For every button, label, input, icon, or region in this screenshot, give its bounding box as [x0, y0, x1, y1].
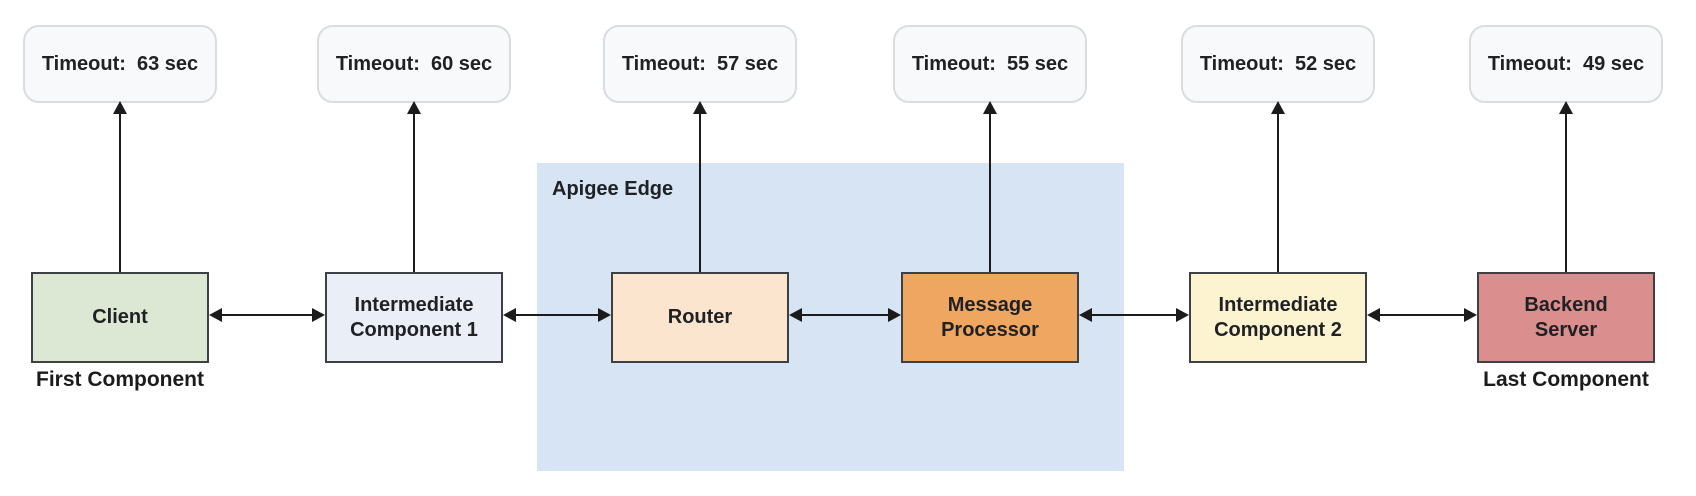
node-label: Intermediate Component 1	[350, 293, 478, 341]
up-arrow-line	[699, 112, 701, 272]
timeout-label: Timeout: 57 sec	[621, 52, 779, 75]
timeout-label: Timeout: 55 sec	[911, 52, 1069, 75]
node-label: Client	[92, 306, 148, 328]
node-label: Message Processor	[941, 293, 1039, 341]
up-arrowhead-icon	[693, 101, 707, 114]
up-arrowhead-icon	[1559, 101, 1573, 114]
arrow-message-processor-intermediate-2	[1079, 307, 1189, 323]
timeout-label: Timeout: 60 sec	[335, 52, 493, 75]
arrow-router-message-processor	[789, 307, 901, 323]
up-arrow-line	[1277, 112, 1279, 272]
arrow-intermediate-1-router	[503, 307, 611, 323]
up-arrowhead-icon	[407, 101, 421, 114]
arrow-line	[1377, 314, 1467, 316]
up-arrowhead-icon	[983, 101, 997, 114]
up-arrowhead-icon	[113, 101, 127, 114]
timeout-label: Timeout: 49 sec	[1487, 52, 1645, 75]
timeout-box-intermediate-2: Timeout: 52 sec	[1181, 25, 1375, 103]
up-arrow-line	[413, 112, 415, 272]
timeout-box-intermediate-1: Timeout: 60 sec	[317, 25, 511, 103]
node-message-processor: Message Processor	[901, 272, 1079, 363]
timeout-box-message-processor: Timeout: 55 sec	[893, 25, 1087, 103]
up-arrow-line	[119, 112, 121, 272]
node-label: Router	[667, 306, 733, 328]
arrow-line	[219, 314, 315, 316]
timeout-label: Timeout: 52 sec	[1199, 52, 1357, 75]
arrow-client-intermediate-1	[209, 307, 325, 323]
caption-first-component: First Component	[36, 368, 204, 391]
node-intermediate-component-2: Intermediate Component 2	[1189, 272, 1367, 363]
timeout-box-client: Timeout: 63 sec	[23, 25, 217, 103]
caption-last-component: Last Component	[1483, 368, 1649, 391]
node-router: Router	[611, 272, 789, 363]
arrow-line	[513, 314, 601, 316]
node-backend-server: Backend Server	[1477, 272, 1655, 363]
node-intermediate-component-1: Intermediate Component 1	[325, 272, 503, 363]
timeout-box-backend: Timeout: 49 sec	[1469, 25, 1663, 103]
arrow-intermediate-2-backend	[1367, 307, 1477, 323]
arrow-line	[799, 314, 891, 316]
node-label: Backend Server	[1524, 293, 1608, 341]
timeout-box-router: Timeout: 57 sec	[603, 25, 797, 103]
arrow-line	[1089, 314, 1179, 316]
up-arrow-line	[1565, 112, 1567, 272]
up-arrow-line	[989, 112, 991, 272]
node-label: Intermediate Component 2	[1214, 293, 1342, 341]
timeout-label: Timeout: 63 sec	[41, 52, 199, 75]
up-arrowhead-icon	[1271, 101, 1285, 114]
apigee-edge-label: Apigee Edge	[552, 178, 674, 200]
node-client: Client	[31, 272, 209, 363]
